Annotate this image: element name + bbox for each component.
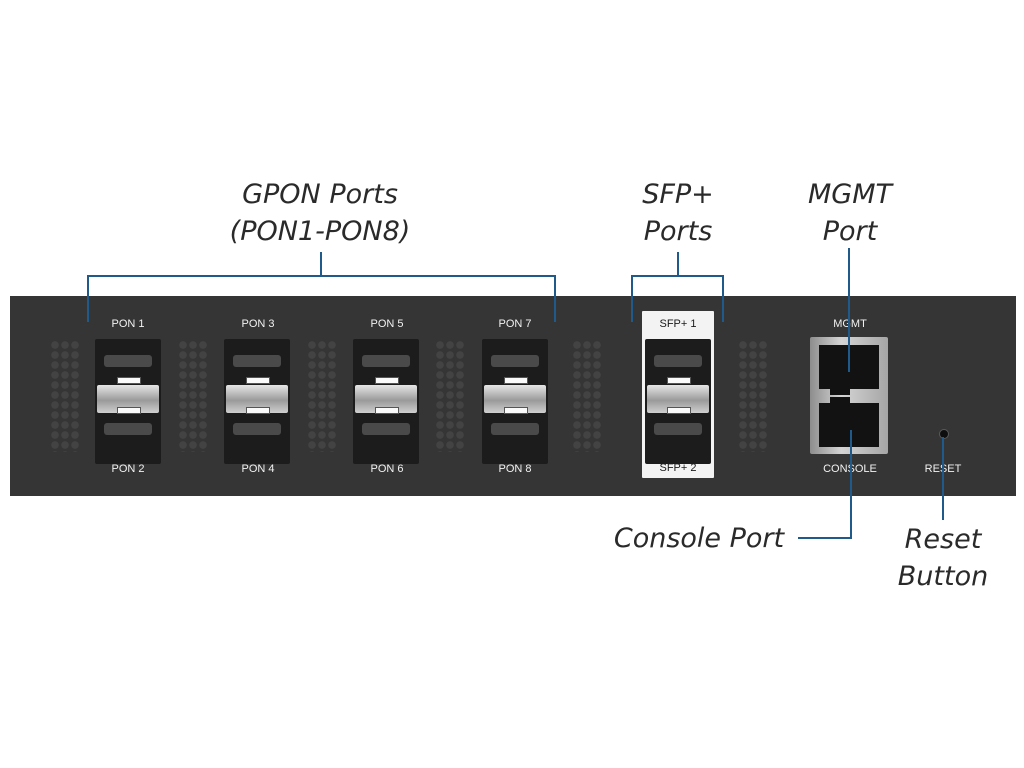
gpon-ports-callout: GPON Ports (PON1-PON8): [200, 176, 440, 250]
reset-button-callout: Reset Button: [886, 521, 1000, 595]
vent-grille: [178, 340, 208, 452]
mgmt-port-callout: MGMT Port: [790, 176, 910, 250]
cage-latch: [375, 377, 399, 384]
vent-grille: [50, 340, 80, 452]
sfp-port-label: SFP+ 1: [659, 318, 697, 330]
cage-slot: [491, 423, 539, 435]
cage-latch: [667, 377, 691, 384]
pon-port-label: PON 6: [370, 463, 404, 475]
sfp-port-label: SFP+ 2: [659, 462, 697, 474]
cage-latch: [375, 407, 399, 414]
vent-grille: [307, 340, 337, 452]
sfp-bracket: [631, 275, 724, 322]
rj45-latch-notch: [830, 397, 850, 405]
cage-latch: [246, 377, 270, 384]
vent-grille: [435, 340, 465, 452]
pon-port-label: PON 7: [498, 318, 532, 330]
console-leader: [798, 430, 852, 539]
vent-grille: [572, 340, 602, 452]
sfp-callout-line2: Ports: [643, 216, 713, 247]
cage-slot: [362, 423, 410, 435]
mgmt-callout-line2: Port: [822, 216, 878, 247]
cage-slot: [491, 355, 539, 367]
console-callout-line1: Console Port: [613, 523, 785, 554]
sfp-port-cage[interactable]: [645, 339, 711, 464]
cage-slot: [654, 423, 702, 435]
pon-port-label: PON 5: [370, 318, 404, 330]
sfp-callout-line1: SFP+: [642, 179, 714, 210]
rj45-latch-notch: [830, 387, 850, 395]
cage-slot: [233, 423, 281, 435]
cage-latch: [667, 407, 691, 414]
cage-latch: [246, 407, 270, 414]
gpon-callout-line1: GPON Ports: [242, 179, 398, 210]
cage-latch: [504, 377, 528, 384]
vent-grille: [738, 340, 768, 452]
cage-slot: [104, 423, 152, 435]
gpon-callout-line2: (PON1-PON8): [229, 216, 411, 247]
console-port-label: CONSOLE: [823, 463, 877, 475]
pon-port-cage[interactable]: [95, 339, 161, 464]
cage-slot: [362, 355, 410, 367]
reset-callout-line2: Button: [897, 561, 989, 592]
pon-port-label: PON 4: [241, 463, 275, 475]
mgmt-callout-line1: MGMT: [807, 179, 892, 210]
pon-port-label: PON 3: [241, 318, 275, 330]
reset-callout-line1: Reset: [904, 524, 982, 555]
pon-port-label: PON 2: [111, 463, 145, 475]
cage-latch: [117, 407, 141, 414]
pon-port-cage[interactable]: [353, 339, 419, 464]
sfp-ports-callout: SFP+ Ports: [618, 176, 738, 250]
pon-port-label: PON 8: [498, 463, 532, 475]
cage-latch: [117, 377, 141, 384]
pon-port-cage[interactable]: [224, 339, 290, 464]
pon-port-label: PON 1: [111, 318, 145, 330]
gpon-bracket: [87, 275, 556, 322]
pon-port-cage[interactable]: [482, 339, 548, 464]
cage-slot: [233, 355, 281, 367]
console-port-callout: Console Port: [604, 521, 794, 557]
cage-latch: [504, 407, 528, 414]
console-rj45-port[interactable]: [819, 403, 879, 447]
cage-slot: [104, 355, 152, 367]
cage-slot: [654, 355, 702, 367]
